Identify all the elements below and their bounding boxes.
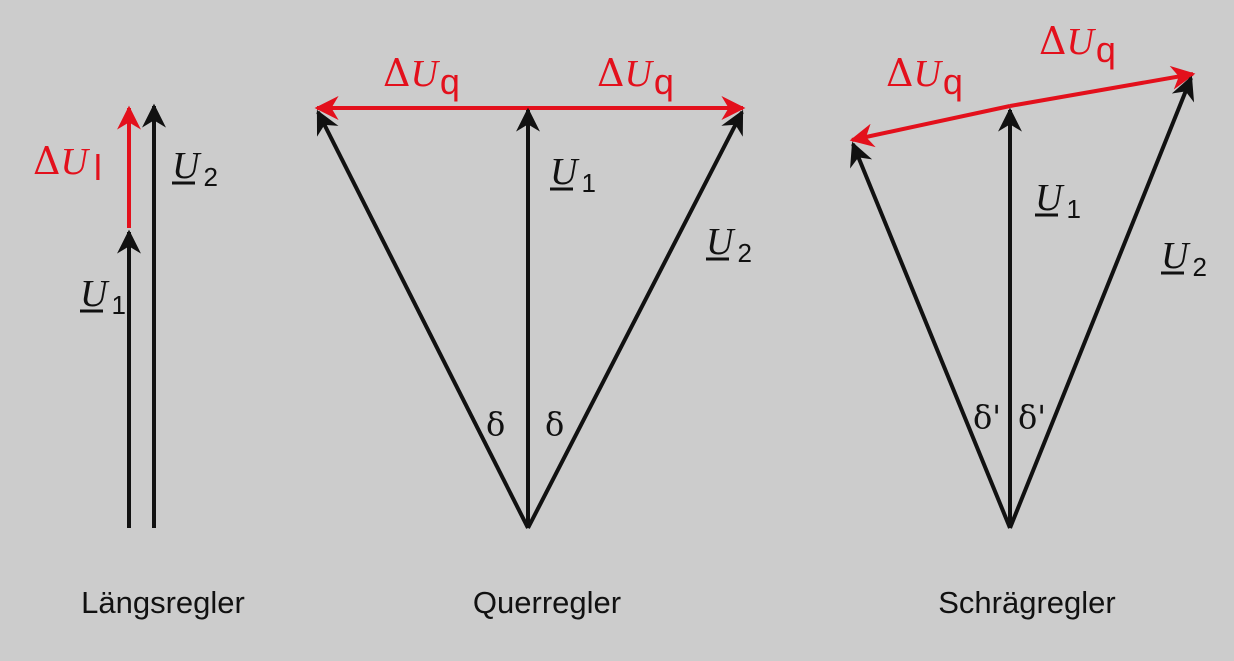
delta-uq-label-left: ΔUq xyxy=(383,51,460,102)
u2-left-vector xyxy=(850,141,1012,529)
angle-delta-prime-right: δ' xyxy=(1018,398,1046,436)
caption-laengsregler: Längsregler xyxy=(81,585,245,620)
svg-text:U2: U2 xyxy=(172,145,218,192)
caption-schraegregler: Schrägregler xyxy=(938,585,1115,620)
svg-text:U1: U1 xyxy=(80,273,126,320)
angle-delta-left: δ xyxy=(486,405,505,443)
delta-uq-vector xyxy=(849,104,1011,148)
delta-uq-label-left: ΔUq xyxy=(886,51,963,102)
u2-vector xyxy=(526,109,744,529)
svg-text:U2: U2 xyxy=(1161,235,1207,282)
angle-delta-prime-left: δ' xyxy=(973,398,1001,436)
svg-text:U2: U2 xyxy=(706,221,752,268)
delta-uq-label-right: ΔUq xyxy=(597,51,674,102)
svg-text:U1: U1 xyxy=(550,151,596,198)
caption-querregler: Querregler xyxy=(473,585,621,620)
svg-text:U1: U1 xyxy=(1035,177,1081,224)
u2-vector xyxy=(1008,75,1195,529)
delta-uq-label-right: ΔUq xyxy=(1039,19,1116,70)
angle-delta-right: δ xyxy=(545,405,564,443)
delta-uq-vector xyxy=(1009,65,1196,108)
u2-left-vector xyxy=(316,109,530,529)
